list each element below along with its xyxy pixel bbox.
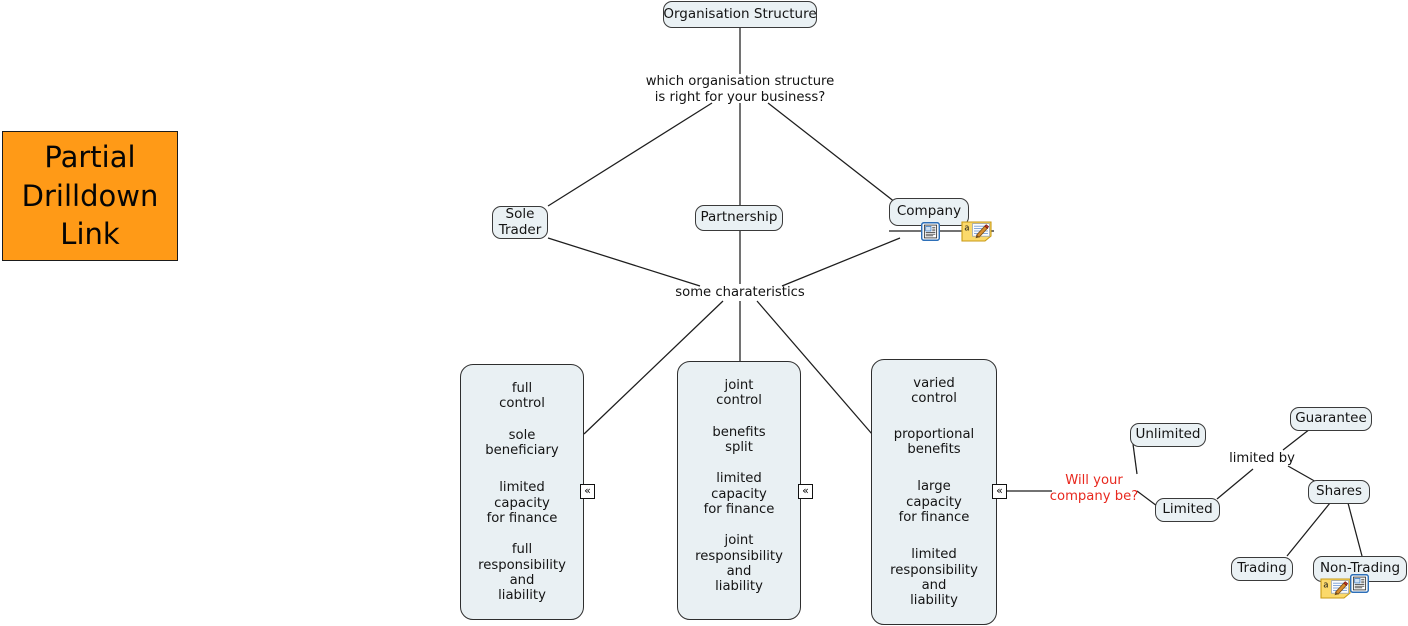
document-icon[interactable] [921, 222, 940, 241]
panel-sole-trader-characteristics[interactable]: full control sole beneficiary limited ca… [460, 364, 584, 620]
panel-group: full control [499, 381, 545, 412]
svg-text:a: a [1323, 581, 1328, 591]
node-limited[interactable]: Limited [1155, 498, 1220, 522]
note-icon[interactable]: a [961, 221, 992, 242]
node-shares[interactable]: Shares [1308, 480, 1370, 504]
document-icon[interactable] [1350, 574, 1369, 593]
node-label: Shares [1316, 483, 1362, 500]
node-label: Trading [1237, 560, 1287, 577]
panel-group: varied control [911, 376, 957, 407]
node-label: Limited [1162, 501, 1213, 518]
characteristics-label: some charateristics [675, 285, 805, 300]
panel-group: proportional benefits [893, 426, 975, 457]
panel-group: joint control [716, 378, 762, 409]
panel-group: large capacity for finance [898, 479, 970, 525]
panel-partnership-characteristics[interactable]: joint control benefits split limited cap… [677, 361, 801, 620]
panel-group: limited capacity for finance [703, 471, 775, 517]
node-label: Guarantee [1295, 410, 1367, 427]
collapse-marker-partnership[interactable]: « [798, 484, 813, 499]
node-label: Non-Trading [1319, 560, 1401, 577]
node-label: Organisation Structure [663, 5, 817, 22]
node-label: Unlimited [1135, 426, 1201, 443]
root-question-label: which organisation structure is right fo… [645, 74, 835, 105]
panel-group: limited responsibility and liability [890, 547, 978, 609]
node-partnership[interactable]: Partnership [695, 205, 783, 231]
panel-group: benefits split [712, 424, 766, 455]
collapse-marker-company[interactable]: « [992, 484, 1007, 499]
node-label: Company [896, 203, 962, 220]
partial-drilldown-link-legend[interactable]: Partial Drilldown Link [2, 131, 178, 261]
note-icon[interactable]: a [1320, 578, 1351, 599]
node-guarantee[interactable]: Guarantee [1290, 407, 1372, 431]
panel-group: sole beneficiary [485, 427, 559, 458]
legend-line: Partial [44, 139, 136, 174]
panel-group: limited capacity for finance [486, 480, 558, 526]
node-label: Partnership [700, 209, 778, 226]
node-trading[interactable]: Trading [1231, 557, 1293, 581]
node-label: Sole Trader [498, 205, 542, 238]
limited-by-label: limited by [1229, 451, 1295, 466]
company-question-label: Will your company be? [1049, 473, 1139, 504]
legend-line: Link [60, 217, 120, 252]
panel-group: full responsibility and liability [478, 542, 566, 604]
collapse-marker-sole-trader[interactable]: « [580, 484, 595, 499]
panel-company-characteristics[interactable]: varied control proportional benefits lar… [871, 359, 997, 625]
legend-line: Drilldown [21, 178, 159, 213]
panel-group: joint responsibility and liability [695, 533, 783, 595]
node-unlimited[interactable]: Unlimited [1130, 423, 1206, 447]
node-sole-trader[interactable]: Sole Trader [492, 206, 548, 239]
svg-text:a: a [964, 224, 969, 234]
node-organisation-structure[interactable]: Organisation Structure [663, 1, 817, 28]
